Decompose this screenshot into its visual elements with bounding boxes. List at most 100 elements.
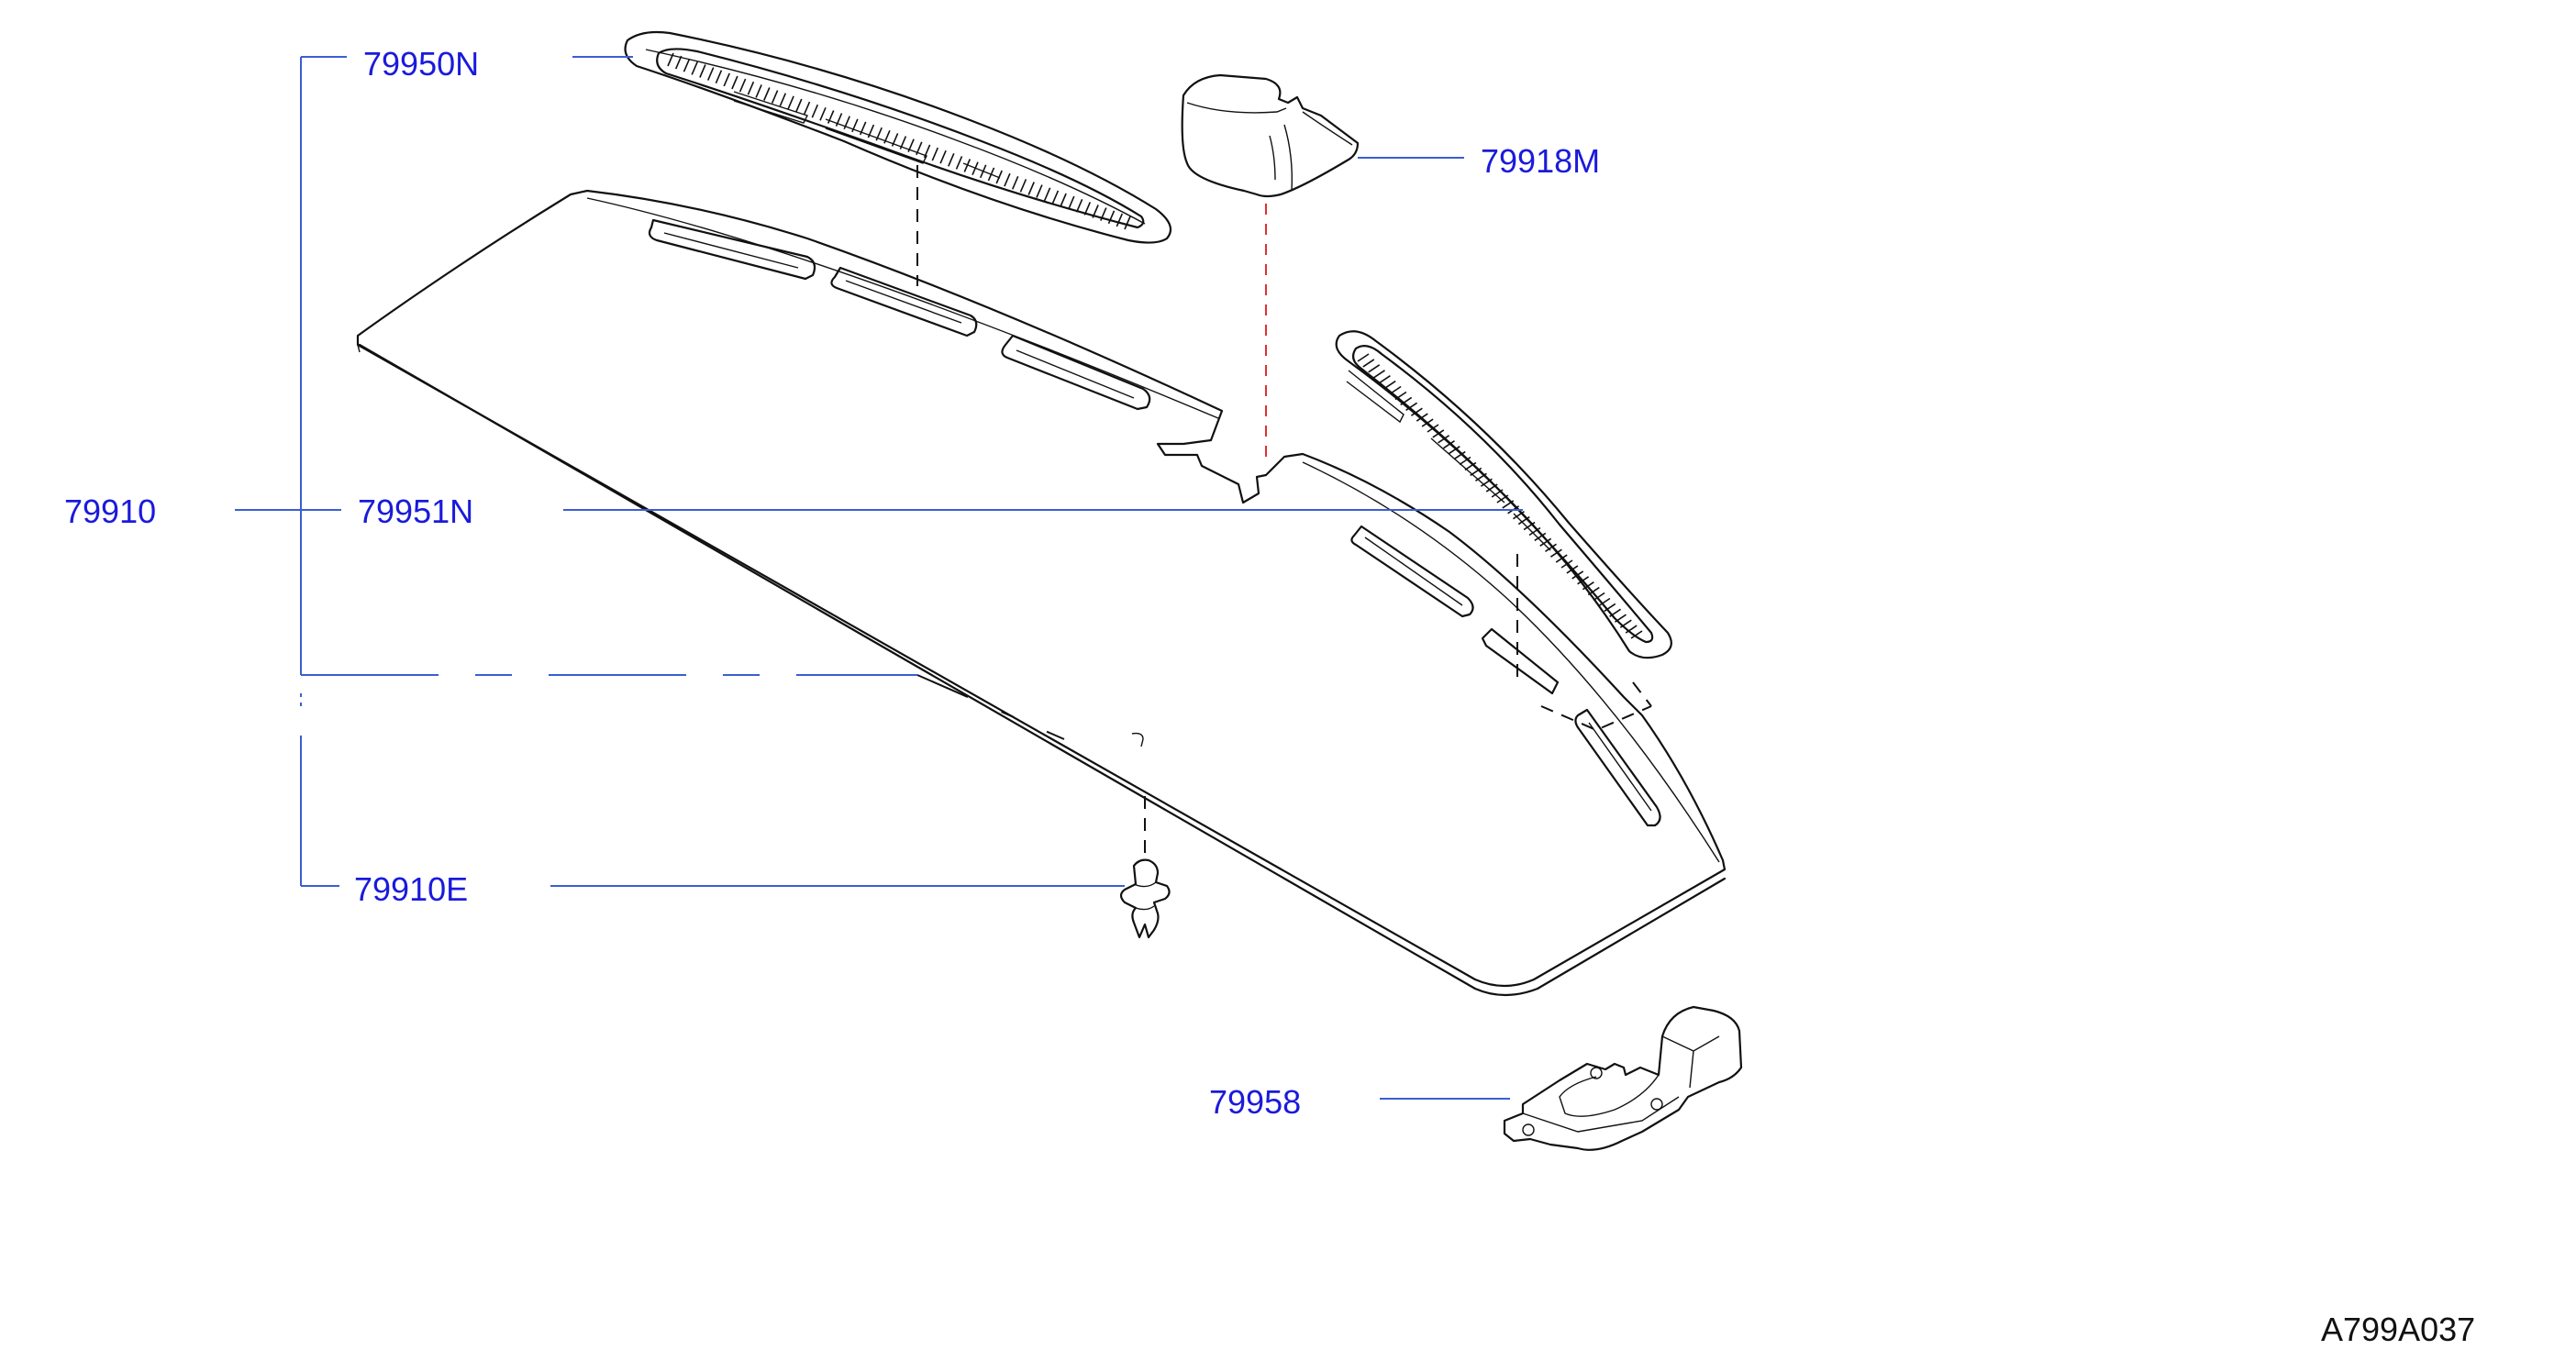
grille-slat <box>706 67 715 81</box>
grille-slat <box>1438 435 1450 444</box>
grille-slat <box>1405 402 1418 411</box>
grille-slat <box>1593 592 1605 602</box>
grille-slat <box>771 90 779 104</box>
grille-slat <box>1421 418 1434 427</box>
part-labels: 79950N 79918M 79910 79951N 79910E 79958 … <box>64 45 2475 1348</box>
grille-slat <box>955 156 963 170</box>
grille-slat <box>1027 182 1035 195</box>
grille-slat <box>667 52 674 67</box>
grille-slat <box>1545 543 1557 552</box>
grille-slat <box>1496 494 1509 503</box>
label-79910: 79910 <box>64 492 156 530</box>
grille-slat <box>1448 446 1460 455</box>
left-grille-slats <box>667 52 1131 230</box>
grille-slat <box>1068 195 1075 210</box>
grille-slat <box>963 159 972 172</box>
grille-slat <box>1107 210 1116 225</box>
grille-slat <box>1491 489 1504 498</box>
grille-slat <box>674 55 683 70</box>
label-79951N: 79951N <box>358 492 473 530</box>
grille-slat <box>948 152 955 167</box>
grille-slat <box>1566 565 1579 574</box>
grille-slat <box>1528 526 1541 537</box>
label-79918M: 79918M <box>1481 142 1600 180</box>
right-grille-slats <box>1357 353 1643 639</box>
grille-slat <box>1560 559 1573 569</box>
grille-slat <box>1060 193 1067 207</box>
rear-parcel-shelf <box>356 189 1727 997</box>
grille-slat <box>1124 216 1131 230</box>
grille-slat <box>1502 500 1515 509</box>
grille-slat <box>1394 391 1407 401</box>
grille-slat <box>1389 385 1402 395</box>
grille-slat <box>1539 537 1552 547</box>
grille-slat <box>699 64 706 78</box>
shelf-end-cover <box>1181 73 1360 198</box>
grille-slat <box>763 87 771 101</box>
grille-slat <box>1116 213 1124 227</box>
grille-slat <box>1625 625 1638 634</box>
left-speaker-grille <box>624 30 1172 244</box>
grille-slat <box>683 58 691 72</box>
grille-slat <box>723 72 730 87</box>
grille-slat <box>1432 429 1445 438</box>
grille-slat <box>1549 548 1562 558</box>
grille-slat <box>755 84 762 98</box>
grille-slat <box>1630 630 1643 639</box>
grille-slat <box>1383 380 1396 390</box>
grille-slat <box>1604 603 1616 613</box>
grille-slat <box>827 110 835 124</box>
label-79958: 79958 <box>1209 1083 1301 1121</box>
grille-slat <box>803 101 811 116</box>
alignment-lines <box>916 165 1652 858</box>
grille-slat <box>1036 184 1043 198</box>
grille-slat <box>1534 532 1547 542</box>
grille-slat <box>1582 581 1594 591</box>
grille-slat <box>1373 370 1385 379</box>
right-speaker-grille <box>1335 330 1672 659</box>
grille-slat <box>939 149 947 164</box>
grille-slat <box>1615 614 1627 623</box>
grille-slat <box>715 70 723 84</box>
grille-slat <box>691 61 698 75</box>
grille-slat <box>1513 511 1525 520</box>
grille-slat <box>1464 461 1477 471</box>
shelf-clip <box>1119 858 1171 939</box>
grille-slat <box>738 78 747 93</box>
grille-slat <box>1416 413 1428 422</box>
grille-slat <box>1598 597 1611 607</box>
grille-slat <box>1571 570 1584 580</box>
grille-slat <box>779 93 787 107</box>
shelf-bracket <box>1503 1005 1743 1151</box>
grille-slat <box>1485 483 1498 492</box>
label-79910E: 79910E <box>354 870 468 908</box>
grille-slat <box>1427 424 1439 433</box>
grille-slat <box>747 81 755 95</box>
grille-slat <box>1619 619 1632 628</box>
grille-slat <box>1092 205 1099 218</box>
grille-slat <box>819 106 827 121</box>
grille-slat <box>1043 187 1051 202</box>
grille-slat <box>1410 407 1423 416</box>
grille-slat <box>1362 359 1375 368</box>
grille-slat <box>1051 190 1060 205</box>
grille-slat <box>1453 450 1466 460</box>
grille-slat <box>1378 375 1391 384</box>
grille-slat <box>1075 198 1083 213</box>
diagram-code: A799A037 <box>2321 1311 2475 1348</box>
leader-lines <box>235 56 1523 1100</box>
grille-slat <box>1019 179 1027 193</box>
grille-slat <box>1357 353 1370 362</box>
grille-slat <box>1587 586 1600 596</box>
grille-slat <box>1523 521 1536 531</box>
grille-slat <box>1517 515 1530 526</box>
grille-slat <box>1443 440 1455 449</box>
grille-slat <box>1400 396 1413 406</box>
grille-slat <box>1368 364 1381 373</box>
grille-slat <box>795 98 803 113</box>
grille-slat <box>1609 608 1622 617</box>
grille-slat <box>1100 207 1107 221</box>
grille-slat <box>1459 456 1471 466</box>
grille-slat <box>1083 202 1092 216</box>
